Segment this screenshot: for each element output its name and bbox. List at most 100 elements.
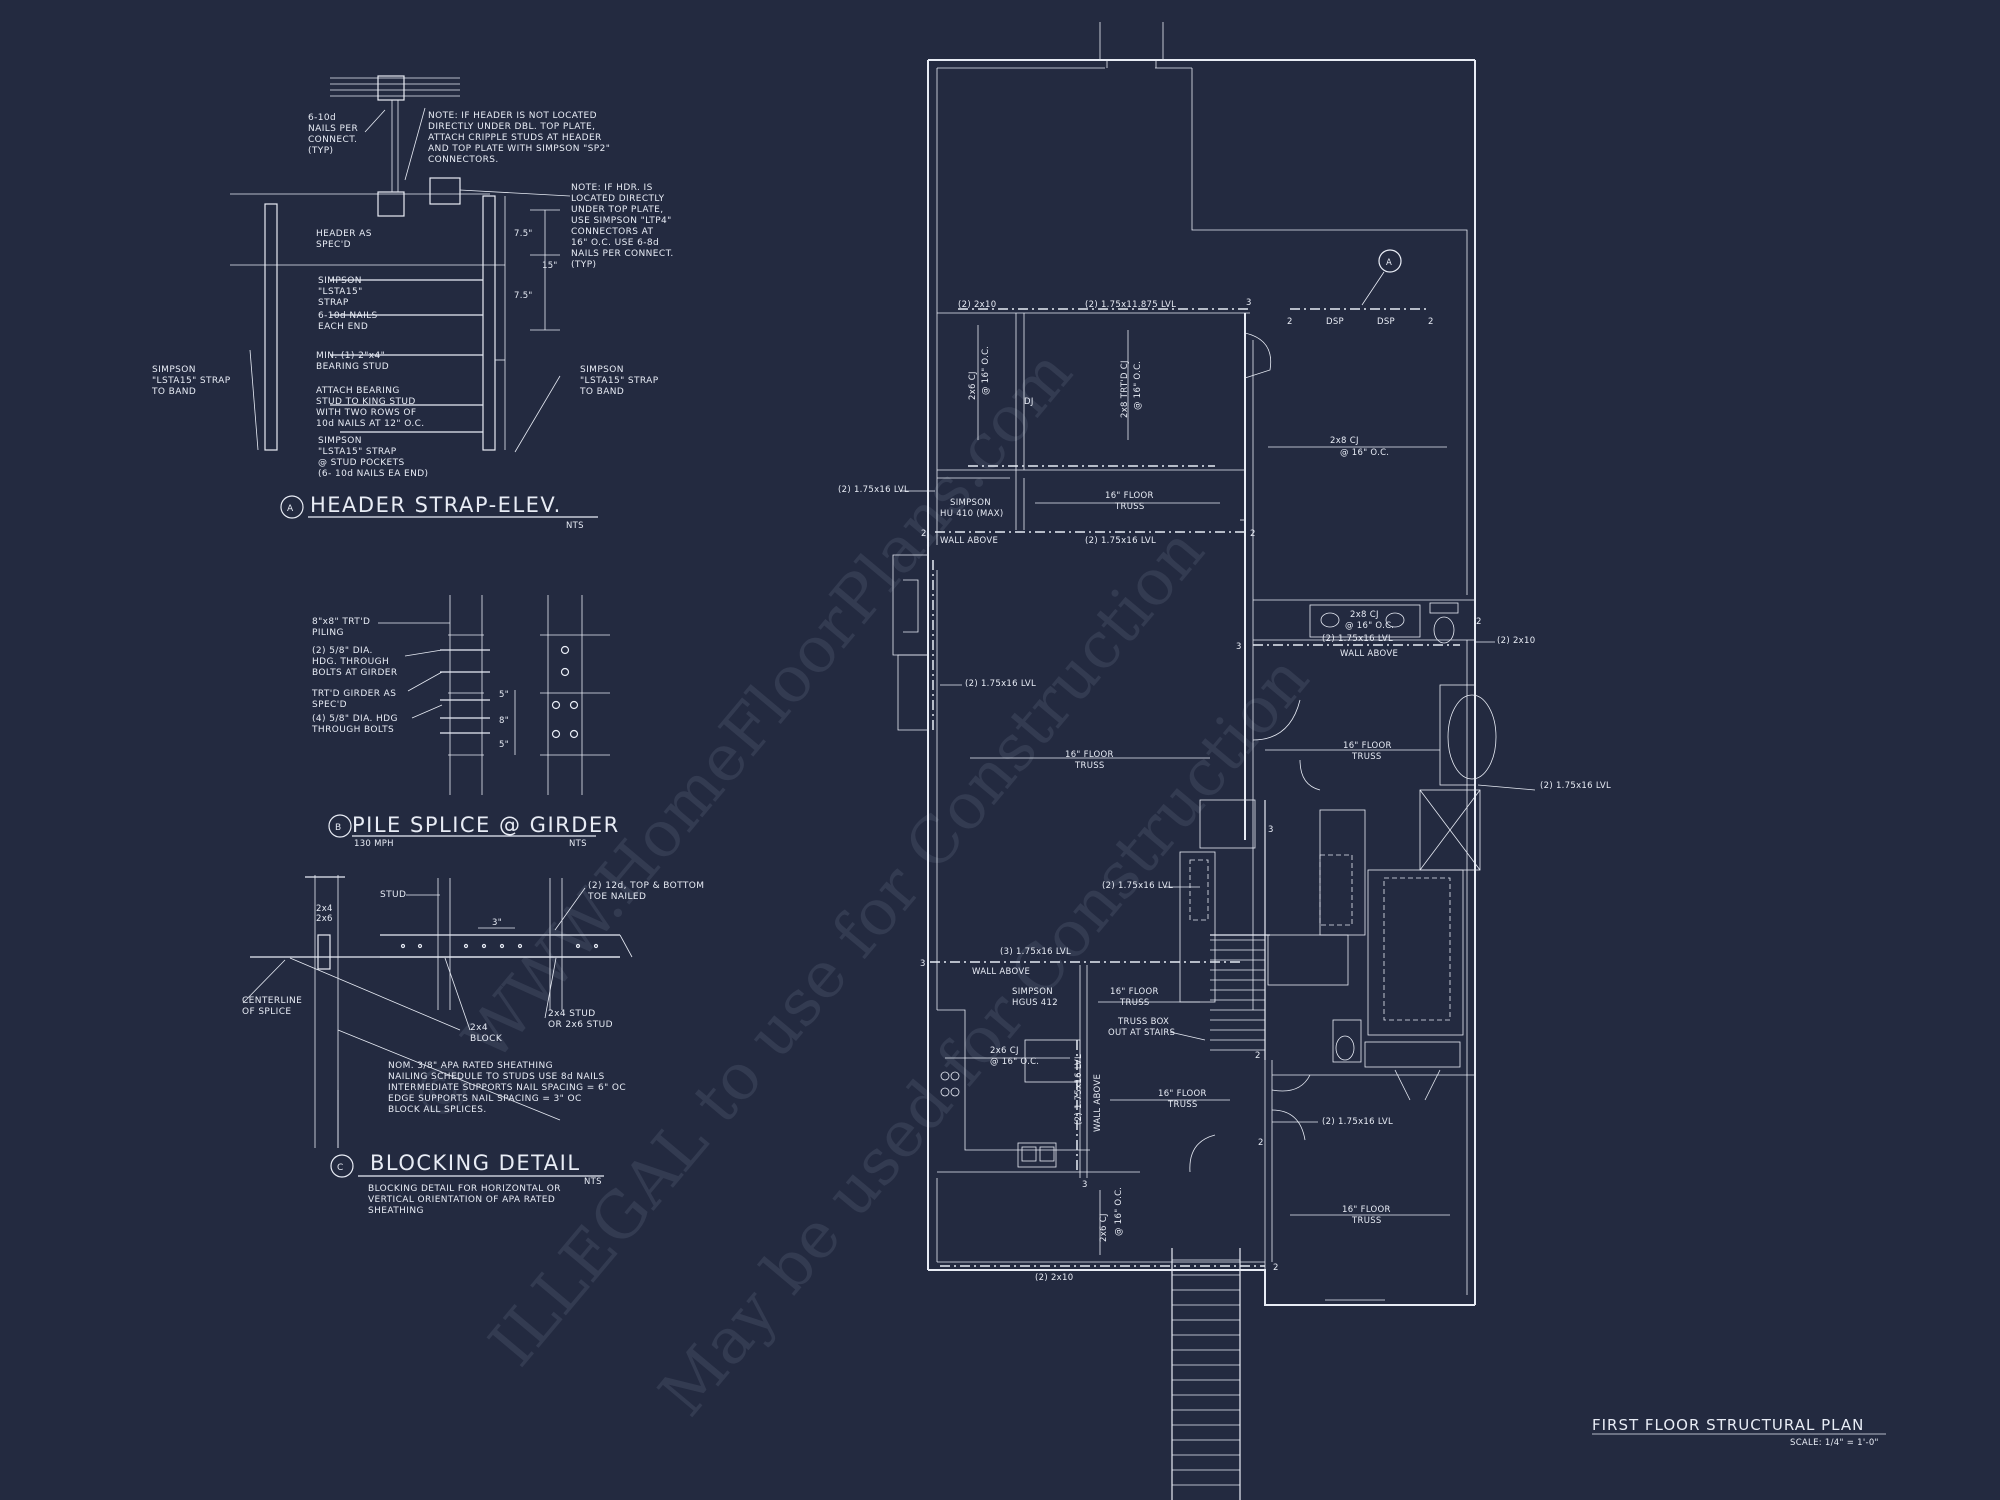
- c-stud2-1: 2x4 STUD: [548, 1009, 596, 1019]
- label-dsp-2: DSP: [1377, 317, 1395, 327]
- a-nails-4: (TYP): [308, 146, 333, 156]
- label-truss-top-2: TRUSS: [1114, 502, 1145, 512]
- post-mark: 2: [1287, 317, 1293, 327]
- a-nails-3: CONNECT.: [308, 135, 357, 145]
- label-cj-2x8-right-2: @ 16" O.C.: [1340, 448, 1389, 458]
- a-note2-4: USE SIMPSON "LTP4": [571, 216, 672, 226]
- label-lvl-11875: (2) 1.75x11.875 LVL: [1085, 300, 1176, 310]
- plan-callout-a: [1378, 249, 1402, 273]
- detail-c-title: BLOCKING DETAIL: [370, 1151, 581, 1175]
- post-mark: 2: [1258, 1138, 1264, 1148]
- a-attach-4: 10d NAILS AT 12" O.C.: [316, 419, 425, 429]
- callout-a-letter: A: [287, 504, 294, 514]
- label-bottom-2x10: (2) 2x10: [1035, 1273, 1073, 1283]
- label-lvl-right: (2) 1.75x16 LVL: [1540, 781, 1611, 791]
- label-lvl-vert: (2) 1.75x16 LVL: [1074, 1054, 1084, 1125]
- label-trtd-cj-1: 2x8 TRT'D CJ: [1120, 360, 1130, 418]
- post-mark: 3: [1246, 298, 1252, 308]
- a-note2-7: NAILS PER CONNECT.: [571, 249, 674, 259]
- plan-scale: SCALE: 1/4" = 1'-0": [1790, 1438, 1879, 1448]
- a-strap-3: STRAP: [318, 298, 349, 308]
- c-sheath-4: EDGE SUPPORTS NAIL SPACING = 3" OC: [388, 1094, 582, 1104]
- dim-7-5-bottom: 7.5": [514, 291, 533, 301]
- a-bearing-1: MIN. (1) 2"x4": [316, 351, 385, 361]
- detail-a-title: HEADER STRAP-ELEV.: [310, 493, 562, 517]
- label-truss-right-2: TRUSS: [1351, 752, 1382, 762]
- label-cj-bath-1: 2x8 CJ: [1350, 610, 1379, 620]
- detail-b-pile-splice: 5" 8" 5" 8"x8" TRT'D PILING (2) 5/8" DIA…: [311, 595, 618, 849]
- a-rightstrap-1: SIMPSON: [580, 365, 624, 375]
- callout-b-circle: [328, 814, 352, 838]
- a-note1-4: AND TOP PLATE WITH SIMPSON "SP2": [428, 144, 610, 154]
- callout-c-letter: C: [337, 1163, 344, 1173]
- label-truss-kb-2: TRUSS: [1167, 1100, 1198, 1110]
- a-rightstrap-3: TO BAND: [579, 387, 624, 397]
- detail-b-scale: NTS: [569, 839, 587, 849]
- post-mark: 2: [1428, 317, 1434, 327]
- label-cj-bath-2: @ 16" O.C.: [1345, 621, 1394, 631]
- label-truss-br-1: 16" FLOOR: [1342, 1205, 1391, 1215]
- a-nails-2: NAILS PER: [308, 124, 358, 134]
- a-header-1: HEADER AS: [316, 229, 372, 239]
- label-trtd-cj-2: @ 16" O.C.: [1133, 361, 1143, 410]
- b-bolts-1: (2) 5/8" DIA.: [312, 646, 373, 656]
- first-floor-structural-plan: (2) 2x10 (2) 1.75x11.875 LVL DSP DSP A 2…: [838, 22, 1886, 1500]
- b-piling-2: PILING: [312, 628, 344, 638]
- c-note-3: SHEATHING: [368, 1206, 424, 1216]
- b-piling-1: 8"x8" TRT'D: [312, 617, 370, 627]
- a-nailsend-2: EACH END: [318, 322, 368, 332]
- a-note1-3: ATTACH CRIPPLE STUDS AT HEADER: [428, 133, 602, 143]
- label-dsp-1: DSP: [1326, 317, 1344, 327]
- a-attach-1: ATTACH BEARING: [316, 386, 400, 396]
- detail-b-sub: 130 MPH: [354, 839, 394, 849]
- a-note2-5: CONNECTORS AT: [571, 227, 653, 237]
- label-wall-above-bath: WALL ABOVE: [1340, 649, 1398, 659]
- b-girder-1: TRT'D GIRDER AS: [311, 689, 396, 699]
- post-mark: 2: [1273, 1263, 1279, 1273]
- c-toe-1: (2) 12d, TOP & BOTTOM: [588, 881, 704, 891]
- post-mark: 3: [1268, 825, 1274, 835]
- callout-b-letter: B: [335, 823, 342, 833]
- label-truss-br-2: TRUSS: [1351, 1216, 1382, 1226]
- post-mark: 3: [1236, 642, 1242, 652]
- label-cj-porch-1: 2x6 CJ: [1099, 1213, 1109, 1242]
- a-note1-1: NOTE: IF HEADER IS NOT LOCATED: [428, 111, 597, 121]
- post-mark: 2: [1250, 529, 1256, 539]
- b-dim-3: 5": [499, 740, 509, 750]
- dim-7-5-top: 7.5": [514, 229, 533, 239]
- label-top-2x10: (2) 2x10: [958, 300, 996, 310]
- dim-15: 15": [542, 261, 558, 271]
- label-dj: DJ: [1024, 397, 1034, 407]
- c-spacing: 3": [492, 918, 502, 928]
- c-block-2: BLOCK: [470, 1034, 503, 1044]
- c-sheath-2: NAILING SCHEDULE TO STUDS USE 8d NAILS: [388, 1072, 605, 1082]
- a-note2-3: UNDER TOP PLATE,: [571, 205, 663, 215]
- detail-c-blocking: 2x4 2x6 STUD 3" (2) 12d, TOP & BOTTOM TO…: [242, 875, 704, 1216]
- label-wall-above: WALL ABOVE: [940, 536, 998, 546]
- a-nails-1: 6-10d: [308, 113, 336, 123]
- c-note-1: BLOCKING DETAIL FOR HORIZONTAL OR: [368, 1184, 561, 1194]
- a-bearing-2: BEARING STUD: [316, 362, 389, 372]
- a-attach-3: WITH TWO ROWS OF: [316, 408, 417, 418]
- a-note2-2: LOCATED DIRECTLY: [571, 194, 665, 204]
- c-centerline-2: OF SPLICE: [242, 1007, 292, 1017]
- c-centerline-1: CENTERLINE: [242, 996, 302, 1006]
- plan-title: FIRST FLOOR STRUCTURAL PLAN: [1592, 1416, 1864, 1434]
- b-bolts4-2: THROUGH BOLTS: [311, 725, 394, 735]
- post-mark: 2: [1476, 617, 1482, 627]
- a-pocket-1: SIMPSON: [318, 436, 362, 446]
- b-bolts4-1: (4) 5/8" DIA. HDG: [312, 714, 398, 724]
- label-wall-above-k: WALL ABOVE: [972, 967, 1030, 977]
- detail-a-header-strap: 7.5" 15" 7.5" 6-10d NAILS PER CONNECT. (…: [151, 75, 674, 531]
- c-toe-2: TOE NAILED: [587, 892, 646, 902]
- a-pocket-2: "LSTA15" STRAP: [318, 447, 397, 457]
- label-r-2x10: (2) 2x10: [1497, 636, 1535, 646]
- post-mark: 3: [920, 959, 926, 969]
- label-lvl-stair: (2) 1.75x16 LVL: [1102, 881, 1173, 891]
- label-cj-kitchen-2: @ 16" O.C.: [990, 1057, 1039, 1067]
- a-note1-2: DIRECTLY UNDER DBL. TOP PLATE,: [428, 122, 595, 132]
- a-attach-2: STUD TO KING STUD: [316, 397, 416, 407]
- label-cj-kitchen-1: 2x6 CJ: [990, 1046, 1019, 1056]
- label-hgus-1: SIMPSON: [1012, 987, 1053, 997]
- a-header-2: SPEC'D: [316, 240, 351, 250]
